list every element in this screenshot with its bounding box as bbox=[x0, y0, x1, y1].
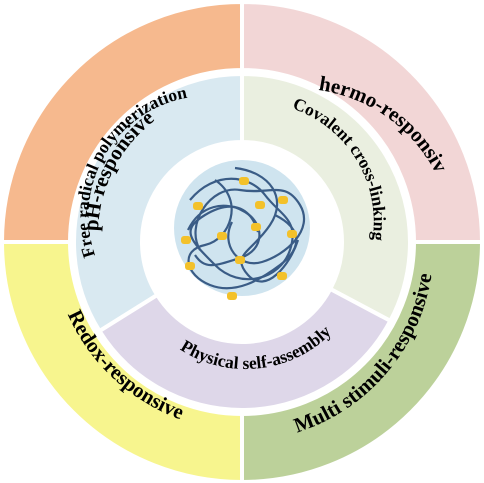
crosslink-dot bbox=[227, 292, 237, 300]
polymer-strand bbox=[194, 188, 306, 265]
outer-segment-redox bbox=[0, 240, 244, 483]
crosslink-dot bbox=[181, 236, 191, 244]
crosslink-dot bbox=[277, 272, 287, 280]
crosslink-dot bbox=[239, 177, 249, 185]
crosslink-dot bbox=[251, 223, 261, 231]
crosslink-dot bbox=[278, 196, 288, 204]
inner-ring bbox=[72, 71, 412, 412]
outer-segment-ph bbox=[0, 0, 244, 244]
polymer-network-strands bbox=[181, 166, 306, 300]
crosslink-dot bbox=[217, 232, 227, 240]
outer-segment-thermo bbox=[240, 0, 484, 244]
crosslink-dot bbox=[193, 202, 203, 210]
polymer-strand bbox=[187, 204, 261, 267]
crosslink-dot bbox=[255, 201, 265, 209]
crosslink-dot bbox=[235, 256, 245, 264]
polymer-strand bbox=[234, 166, 300, 283]
outer-segment-multi bbox=[240, 240, 484, 483]
crosslink-dot bbox=[287, 230, 297, 238]
inner-segment-free-radical bbox=[72, 71, 244, 334]
crosslink-dot bbox=[185, 262, 195, 270]
